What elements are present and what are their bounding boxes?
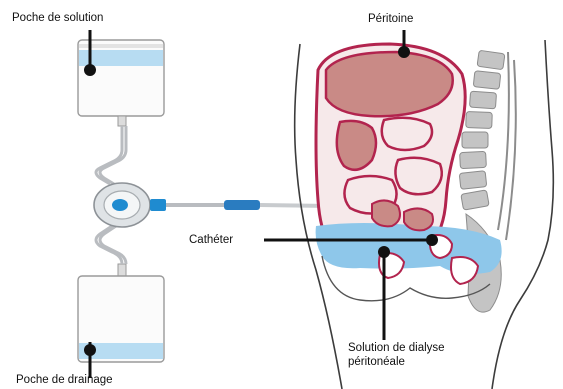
solution-bag-liquid <box>79 50 163 66</box>
label-dialysis-solution-line1: Solution de dialyse <box>348 341 445 355</box>
liver <box>326 52 453 116</box>
transfer-connector <box>94 183 166 227</box>
label-dialysis-solution-line2: péritonéale <box>348 355 405 369</box>
label-solution-bag: Poche de solution <box>12 11 103 25</box>
label-peritoneum: Péritoine <box>368 12 413 26</box>
label-catheter: Cathéter <box>189 233 233 247</box>
label-drainage-bag: Poche de drainage <box>16 373 113 387</box>
abdomen-cross-section <box>295 40 554 389</box>
